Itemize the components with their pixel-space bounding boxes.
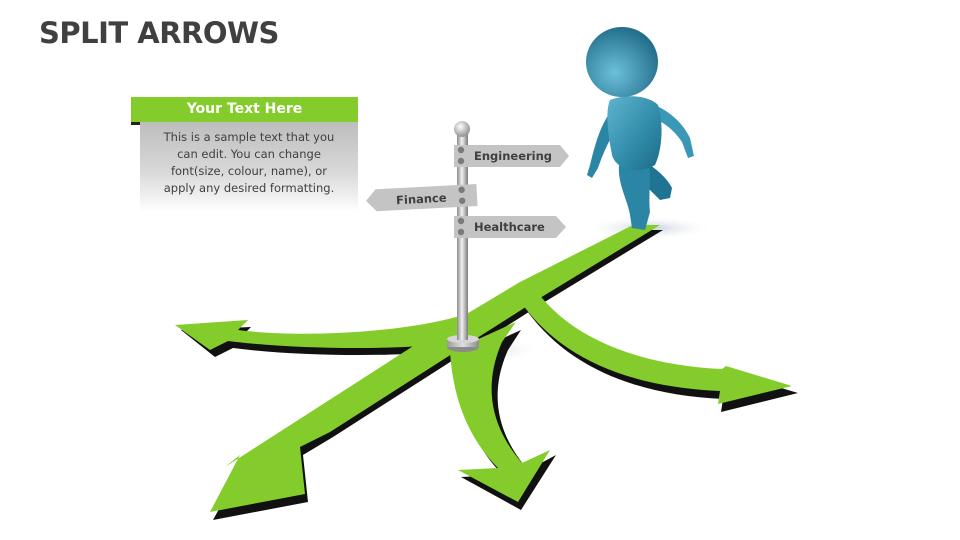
text-box-line: can edit. You can change [177, 147, 321, 161]
text-box-line: font(size, colour, name), or [170, 164, 328, 178]
pole-knob [454, 121, 470, 137]
arrow-left [175, 316, 460, 350]
sign-engineering-label: Engineering [474, 149, 552, 163]
walking-person-figure [586, 27, 694, 230]
text-box-fold-shadow [131, 122, 140, 125]
text-box-body[interactable]: This is a sample text that you can edit.… [140, 122, 358, 212]
slide-title: SPLIT ARROWS [39, 16, 279, 50]
text-box-line: apply any desired formatting. [163, 181, 335, 195]
arrow-main-trunk [210, 225, 660, 512]
sign-engineering[interactable]: Engineering [454, 145, 569, 167]
green-arrows [175, 225, 792, 512]
text-box-line: This is a sample text that you [163, 130, 335, 144]
text-box-heading[interactable]: Your Text Here [131, 97, 358, 122]
signpost: Engineering Finance Healthcare [365, 121, 569, 352]
sign-finance-label: Finance [396, 191, 447, 208]
sign-healthcare[interactable]: Healthcare [454, 216, 566, 238]
arrow-down [450, 322, 550, 502]
arrow-right [518, 286, 792, 404]
sign-finance[interactable]: Finance [365, 184, 478, 212]
sign-healthcare-label: Healthcare [474, 220, 545, 234]
text-box[interactable]: Your Text Here This is a sample text tha… [131, 97, 358, 212]
